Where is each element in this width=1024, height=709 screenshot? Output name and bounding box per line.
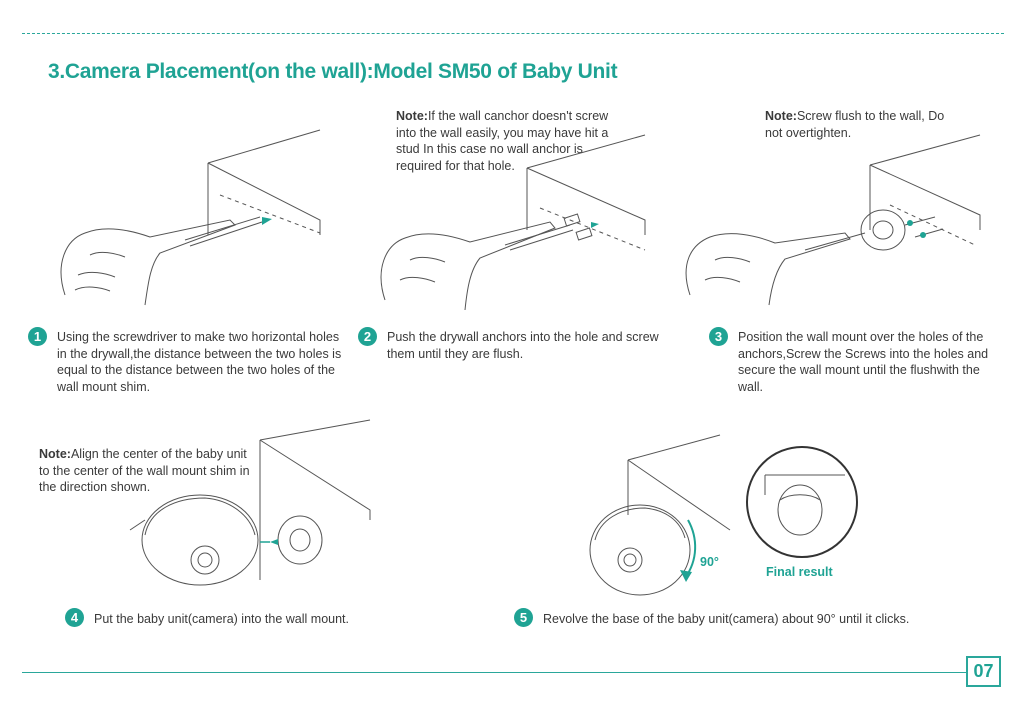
note-wall-anchor: Note:If the wall canchor doesn't screw i… — [396, 108, 616, 174]
note-align-center: Note:Align the center of the baby unit t… — [39, 446, 259, 496]
step-1-text: Using the screwdriver to make two horizo… — [57, 330, 342, 394]
step-1-badge: 1 — [28, 327, 47, 346]
note-label: Note: — [396, 109, 428, 123]
rotate-illustration — [550, 420, 750, 590]
step-3-badge: 3 — [709, 327, 728, 346]
step-5-badge: 5 — [514, 608, 533, 627]
anchor-illustration — [355, 150, 655, 310]
step-5-text: Revolve the base of the baby unit(camera… — [543, 612, 910, 626]
final-result-label: Final result — [766, 565, 833, 579]
mount-illustration — [675, 155, 985, 310]
top-dashed-divider — [22, 33, 1004, 34]
drilling-illustration — [30, 125, 330, 310]
page-title: 3.Camera Placement(on the wall):Model SM… — [48, 60, 618, 83]
note-label: Note: — [765, 109, 797, 123]
page-number: 07 — [966, 656, 1001, 687]
note-text: Screw flush to the wall, Do not overtigh… — [765, 109, 945, 140]
step-4-text: Put the baby unit(camera) into the wall … — [94, 612, 349, 626]
note-label: Note: — [39, 447, 71, 461]
step-4-badge: 4 — [65, 608, 84, 627]
footer-divider — [22, 672, 966, 673]
step-2-text: Push the drywall anchors into the hole a… — [387, 330, 659, 361]
note-screw-flush: Note:Screw flush to the wall, Do not ove… — [765, 108, 955, 141]
note-text: Align the center of the baby unit to the… — [39, 447, 250, 494]
camera-mount-illustration — [120, 420, 380, 590]
step-3-text: Position the wall mount over the holes o… — [738, 330, 989, 394]
note-text: If the wall canchor doesn't screw into t… — [396, 109, 609, 173]
final-result-illustration — [745, 445, 860, 560]
rotation-degrees-label: 90° — [700, 555, 719, 569]
step-2-badge: 2 — [358, 327, 377, 346]
